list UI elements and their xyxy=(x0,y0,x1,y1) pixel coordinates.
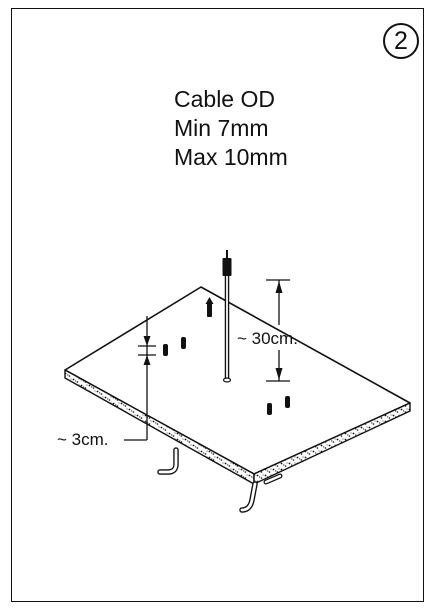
offset-dimension-label: ~ 3cm. xyxy=(57,430,109,449)
board-top-surface xyxy=(64,286,411,475)
step-number-badge: 2 xyxy=(383,23,419,59)
height-dimension-label: ~ 30cm. xyxy=(237,329,298,348)
cable-od-max: Max 10mm xyxy=(174,144,288,170)
cable-top-connector xyxy=(222,258,232,276)
peg xyxy=(163,344,168,356)
cable-od-min: Min 7mm xyxy=(174,115,269,141)
peg xyxy=(181,337,186,349)
peg xyxy=(285,396,290,408)
peg xyxy=(267,403,272,415)
board-edge-right xyxy=(253,402,411,485)
upright-clip xyxy=(207,303,212,317)
cable-od-heading: Cable OD xyxy=(174,86,275,112)
